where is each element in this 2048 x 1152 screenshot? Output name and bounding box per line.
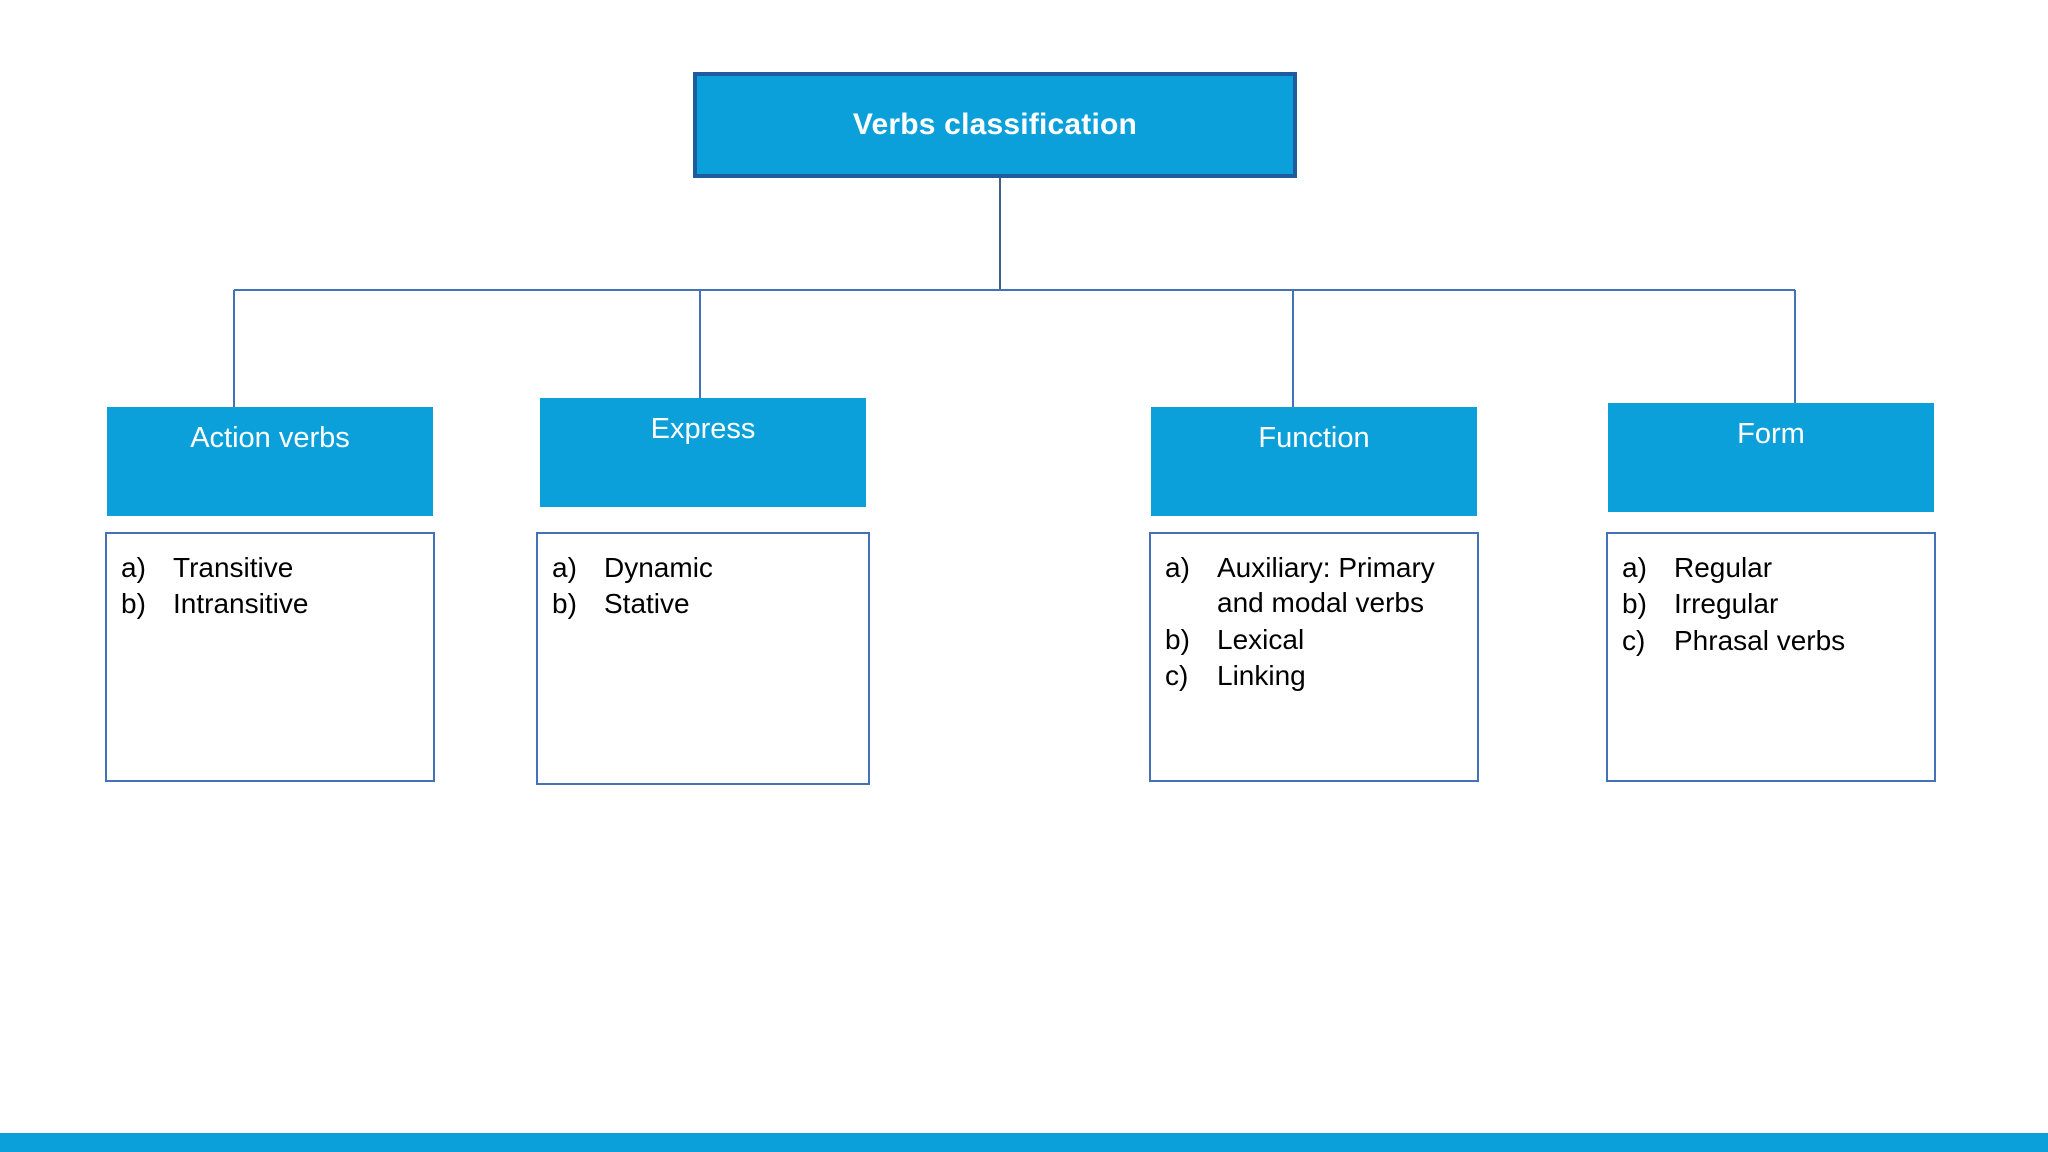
list-item-marker: a) <box>552 552 577 583</box>
node-list-function: a) Auxiliary: Primary and modal verbs b)… <box>1149 532 1479 782</box>
list-items-action-verbs: a) Transitive b) Intransitive <box>121 550 423 622</box>
node-header-label-form: Form <box>1737 418 1805 450</box>
list-item-text: Stative <box>604 588 690 620</box>
list-item-marker: b) <box>1165 623 1190 655</box>
list-items-form: a) Regular b) Irregular c) Phrasal verbs <box>1622 550 1924 658</box>
list-item-marker: b) <box>1622 588 1647 620</box>
list-item: a) Dynamic <box>552 550 858 585</box>
list-item-text: Dynamic <box>604 552 713 583</box>
list-item: b) Irregular <box>1622 586 1924 621</box>
list-item-marker: c) <box>1622 624 1646 656</box>
list-item-text: Transitive <box>173 552 294 583</box>
node-header-label-express: Express <box>650 413 756 445</box>
list-item-text: Intransitive <box>173 588 309 620</box>
list-item: a) Transitive <box>121 550 423 585</box>
node-header-action-verbs[interactable]: Action verbs <box>107 407 433 516</box>
node-header-label-function: Function <box>1258 422 1370 454</box>
node-header-form[interactable]: Form <box>1608 403 1934 512</box>
list-item-marker: a) <box>121 552 146 583</box>
node-header-express[interactable]: Express <box>540 398 866 507</box>
list-items-function: a) Auxiliary: Primary and modal verbs b)… <box>1165 550 1467 693</box>
list-item: a) Auxiliary: Primary and modal verbs <box>1165 550 1467 621</box>
list-item-marker: b) <box>121 588 146 620</box>
node-header-label-action-verbs: Action verbs <box>190 422 350 454</box>
list-item-marker: a) <box>1622 552 1647 583</box>
list-items-express: a) Dynamic b) Stative <box>552 550 858 622</box>
node-list-express: a) Dynamic b) Stative <box>536 532 870 785</box>
list-item-text: Lexical <box>1217 623 1305 655</box>
list-item-text: Irregular <box>1674 588 1779 620</box>
list-item-text: Linking <box>1217 659 1306 691</box>
node-root-verbs-classification[interactable]: Verbs classification <box>693 72 1297 178</box>
list-item: b) Lexical <box>1165 622 1467 657</box>
list-item-marker: c) <box>1165 659 1189 691</box>
footer-accent-bar <box>0 1133 2048 1152</box>
node-root-label: Verbs classification <box>852 107 1138 141</box>
list-item: a) Regular <box>1622 550 1924 585</box>
list-item: c) Linking <box>1165 658 1467 693</box>
list-item-text: Auxiliary: Primary and modal verbs <box>1217 552 1435 619</box>
list-item-marker: b) <box>552 588 577 620</box>
list-item: b) Intransitive <box>121 586 423 621</box>
node-header-function[interactable]: Function <box>1151 407 1477 516</box>
list-item-marker: a) <box>1165 552 1190 583</box>
list-item: c) Phrasal verbs <box>1622 623 1924 658</box>
list-item-text: Regular <box>1674 552 1773 583</box>
node-list-action-verbs: a) Transitive b) Intransitive <box>105 532 435 782</box>
node-list-form: a) Regular b) Irregular c) Phrasal verbs <box>1606 532 1936 782</box>
list-item-text: Phrasal verbs <box>1674 624 1846 656</box>
list-item: b) Stative <box>552 586 858 621</box>
